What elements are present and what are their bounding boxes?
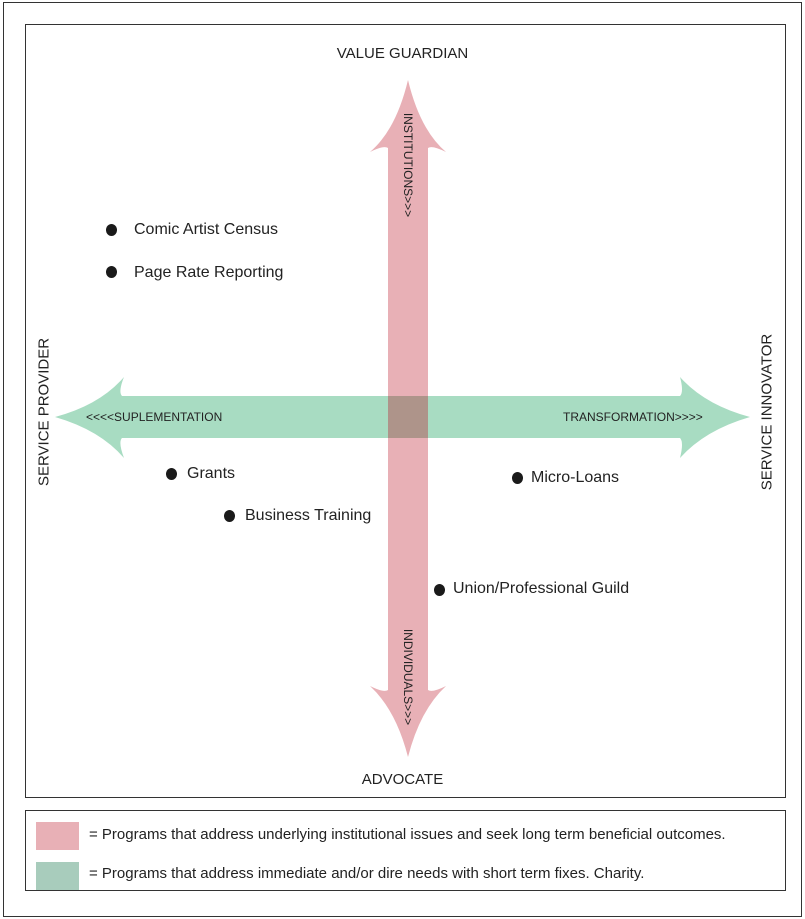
bullet-icon — [106, 266, 117, 278]
quadrant-frame — [25, 24, 786, 798]
axis-left-label: SERVICE PROVIDER — [35, 337, 53, 487]
axis-top-label: VALUE GUARDIAN — [336, 45, 469, 62]
bullet-icon — [106, 224, 117, 236]
item-label: Business Training — [245, 507, 372, 524]
item-label: Micro-Loans — [531, 469, 620, 486]
legend-box — [25, 810, 786, 891]
axis-right-label: SERVICE INNOVATOR — [758, 333, 776, 491]
overlap — [388, 396, 428, 438]
item-label: Page Rate Reporting — [134, 264, 284, 281]
outer-frame — [3, 2, 802, 917]
vertical-top-label: INSTITUTIONS>>> — [401, 112, 415, 218]
legend-swatch-institutional — [36, 822, 79, 850]
legend-text-institutional: = Programs that address underlying insti… — [89, 826, 726, 843]
item-label: Comic Artist Census — [134, 221, 279, 238]
legend-swatch-charity — [36, 862, 79, 890]
bullet-icon — [512, 472, 523, 484]
vertical-bottom-label: INDIVIDUALS>>> — [401, 628, 415, 726]
bullet-icon — [224, 510, 235, 522]
horizontal-left-label: <<<<SUPLEMENTATION — [86, 410, 223, 424]
legend-text-charity: = Programs that address immediate and/or… — [89, 865, 645, 882]
bullet-icon — [166, 468, 177, 480]
bullet-icon — [434, 584, 445, 596]
item-label: Grants — [187, 465, 236, 482]
item-label: Union/Professional Guild — [453, 580, 630, 597]
horizontal-right-label: TRANSFORMATION>>>> — [563, 410, 703, 424]
axis-bottom-label: ADVOCATE — [361, 771, 444, 788]
